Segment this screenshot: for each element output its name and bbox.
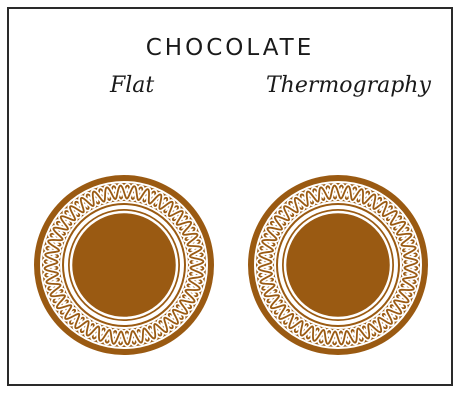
thermography-seal-icon: [247, 174, 429, 356]
card-title: CHOCOLATE: [9, 37, 451, 60]
option-label-flat: Flat: [110, 75, 154, 97]
flat-seal-icon: [33, 174, 215, 356]
sample-card: CHOCOLATE Flat Thermography: [7, 7, 453, 386]
option-label-thermography: Thermography: [266, 75, 431, 97]
